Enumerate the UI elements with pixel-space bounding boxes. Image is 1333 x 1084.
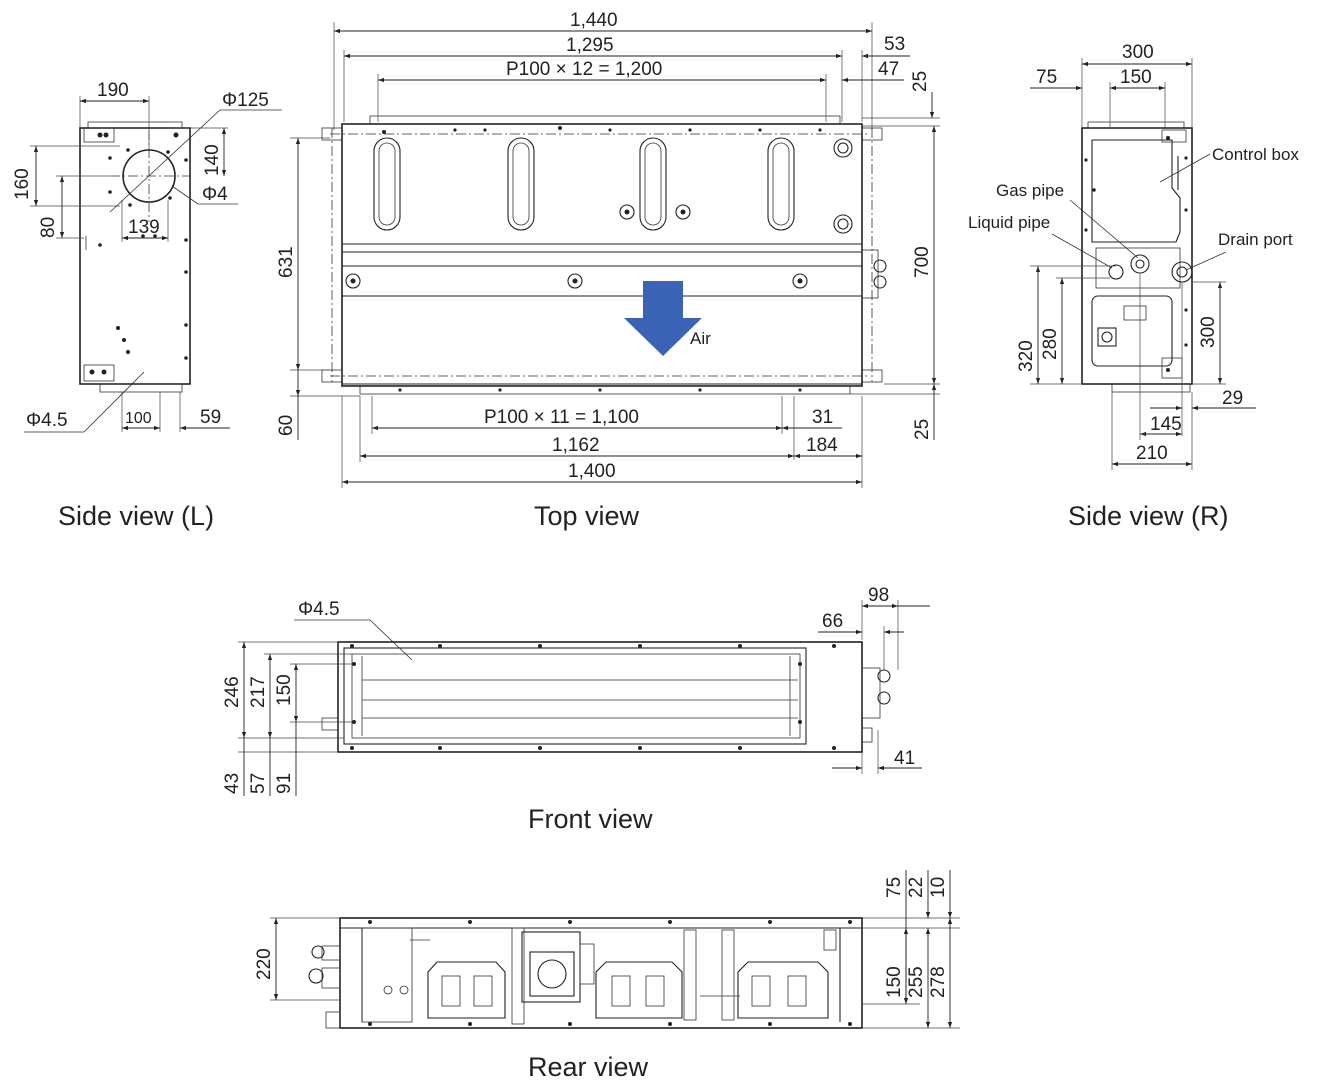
dim-210: 210 <box>1136 443 1168 464</box>
dim-25-bottom: 25 <box>912 419 933 440</box>
side-view-right: Control box Gas pipe Liquid pipe Drain p… <box>968 42 1299 531</box>
dim-150-rear: 150 <box>884 966 905 998</box>
dim-47: 47 <box>878 59 899 80</box>
dim-phi4: Φ4 <box>202 184 228 205</box>
dim-246: 246 <box>222 676 243 708</box>
caption-side-view-left: Side view (L) <box>58 501 214 531</box>
dim-75-rear: 75 <box>884 877 905 898</box>
rear-view: 220 75 22 10 150 255 278 Rear view <box>254 870 960 1082</box>
dim-60: 60 <box>276 415 297 436</box>
dim-145: 145 <box>1150 414 1182 435</box>
dim-43: 43 <box>222 773 243 794</box>
gas-pipe-label: Gas pipe <box>996 181 1064 200</box>
dim-1162: 1,162 <box>552 435 600 456</box>
air-label: Air <box>690 329 711 348</box>
dim-phi4-5-front: Φ4.5 <box>298 599 340 620</box>
liquid-pipe-label: Liquid pipe <box>968 213 1050 232</box>
dim-1440: 1,440 <box>570 10 618 31</box>
dim-184: 184 <box>806 435 838 456</box>
dim-150-right: 150 <box>1120 67 1152 88</box>
caption-top-view: Top view <box>534 501 640 531</box>
caption-side-view-right: Side view (R) <box>1068 501 1229 531</box>
dim-160: 160 <box>12 168 33 200</box>
top-view: Air 1,440 1,295 P100 × 12 = 1,200 53 47 … <box>276 10 940 531</box>
front-view: Φ4.5 98 66 246 217 150 43 57 91 41 F <box>222 585 930 834</box>
dim-217: 217 <box>248 676 269 708</box>
control-box-label: Control box <box>1212 145 1299 164</box>
drain-port-label: Drain port <box>1218 230 1293 249</box>
dim-280: 280 <box>1040 328 1061 360</box>
dim-41: 41 <box>894 748 915 769</box>
dim-29: 29 <box>1222 388 1243 409</box>
dim-300-top: 300 <box>1122 42 1154 63</box>
dim-150-front: 150 <box>274 674 295 706</box>
dim-91: 91 <box>274 773 295 794</box>
dim-190: 190 <box>97 80 129 101</box>
caption-front-view: Front view <box>528 804 653 834</box>
dim-1295: 1,295 <box>566 35 614 56</box>
air-arrow <box>624 281 702 356</box>
dim-631: 631 <box>276 246 297 278</box>
dim-139: 139 <box>128 217 160 238</box>
dim-140: 140 <box>202 144 223 176</box>
dim-1400: 1,400 <box>568 461 616 482</box>
dim-22: 22 <box>906 877 927 898</box>
dim-278: 278 <box>928 966 949 998</box>
dim-75-right: 75 <box>1036 67 1057 88</box>
dim-57: 57 <box>248 773 269 794</box>
dim-700: 700 <box>912 246 933 278</box>
dim-pitch-1100: P100 × 11 = 1,100 <box>484 407 639 428</box>
dim-100: 100 <box>125 410 152 427</box>
caption-rear-view: Rear view <box>528 1052 649 1082</box>
dim-phi125: Φ125 <box>222 90 269 111</box>
dim-53: 53 <box>884 34 905 55</box>
dim-31: 31 <box>812 407 833 428</box>
dim-25-top: 25 <box>910 71 931 92</box>
dim-pitch-1200: P100 × 12 = 1,200 <box>506 59 662 80</box>
dim-220: 220 <box>254 948 275 980</box>
side-view-left: 190 160 80 140 139 Φ125 Φ4 Φ4.5 100 59 S… <box>12 80 282 531</box>
dim-10: 10 <box>928 877 949 898</box>
dim-255: 255 <box>906 966 927 998</box>
dim-320: 320 <box>1016 340 1037 372</box>
dim-59: 59 <box>200 407 221 428</box>
dim-80: 80 <box>38 217 59 238</box>
dim-300-side: 300 <box>1198 316 1219 348</box>
dim-66: 66 <box>822 611 843 632</box>
dim-98: 98 <box>868 585 889 606</box>
dim-phi4-5: Φ4.5 <box>26 410 68 431</box>
